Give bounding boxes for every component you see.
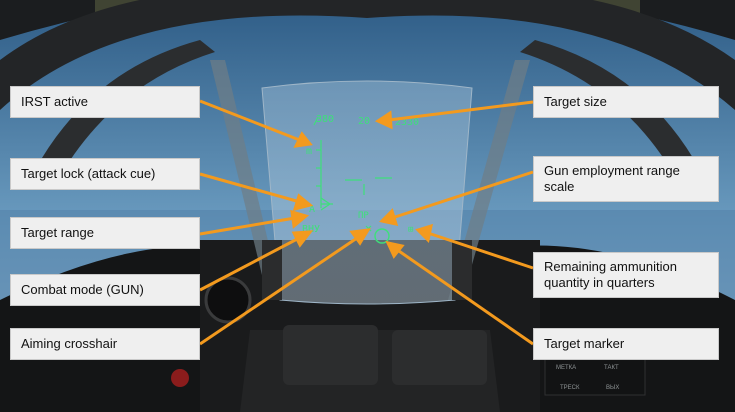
callout-gun-range-scale: Gun employment range scale <box>533 156 719 202</box>
hud-lock-symbol: A <box>309 204 315 215</box>
hud-pr-text: ПР <box>358 211 369 221</box>
arrow-crosshair <box>199 234 361 346</box>
callout-combat-mode: Combat mode (GUN) <box>10 274 200 306</box>
arrow-mode <box>199 235 302 292</box>
arrow-ammo-head <box>415 223 434 244</box>
canopy-bow-frame <box>0 0 735 40</box>
callout-irst-active: IRST active <box>10 86 200 118</box>
callout-target-marker: Target marker <box>533 328 719 360</box>
panel-label-3: ТРЕСК <box>560 385 580 391</box>
arrow-lock <box>199 172 301 204</box>
hud-heading-value: 380 <box>316 114 334 125</box>
panel-label-4: ВЫХ <box>606 385 619 391</box>
arrow-target-marker-head <box>385 240 405 259</box>
hud-altitude-value: 2330 <box>395 117 419 128</box>
arrow-range <box>199 216 296 236</box>
arrow-irst <box>199 99 303 143</box>
right-display-housing <box>392 330 487 385</box>
arrow-crosshair-head <box>349 228 371 246</box>
arrow-target-marker <box>395 247 534 346</box>
hud-mode-text: ВНУ <box>302 224 320 235</box>
hud-ammo-symbol: ⊞ <box>408 225 413 235</box>
arrow-range-head <box>290 209 310 229</box>
callout-target-range: Target range <box>10 217 200 249</box>
arrow-gun-scale-head <box>378 208 399 227</box>
callout-target-size: Target size <box>533 86 719 118</box>
arrow-mode-head <box>291 230 314 248</box>
arrow-irst-head <box>293 131 313 148</box>
hud-target-marker <box>374 228 390 244</box>
arrow-target-size-head <box>374 110 393 130</box>
panel-label-1: МЕТКА <box>556 365 576 371</box>
left-display-housing <box>283 325 378 385</box>
arrow-ammo <box>427 231 534 270</box>
left-gauge <box>204 276 252 324</box>
hud-irst-symbol: m <box>306 146 312 157</box>
callout-target-lock: Target lock (attack cue) <box>10 158 200 190</box>
arrow-lock-head <box>292 193 314 212</box>
callout-arrows <box>199 99 534 346</box>
hud-heading-tick <box>313 116 319 126</box>
panel-label-2: ТАКТ <box>604 365 619 371</box>
callout-aiming-crosshair: Aiming crosshair <box>10 328 200 360</box>
hud-right-base <box>452 240 472 300</box>
right-switch-panel <box>544 354 646 396</box>
arrow-target-size <box>388 100 534 122</box>
arrow-gun-scale <box>391 170 534 220</box>
callout-remaining-ammo: Remaining ammunition quantity in quarter… <box>533 252 719 298</box>
red-knob <box>171 369 189 387</box>
hud-range-caret <box>320 197 333 211</box>
hud-target-size-value: 20 <box>358 116 370 127</box>
